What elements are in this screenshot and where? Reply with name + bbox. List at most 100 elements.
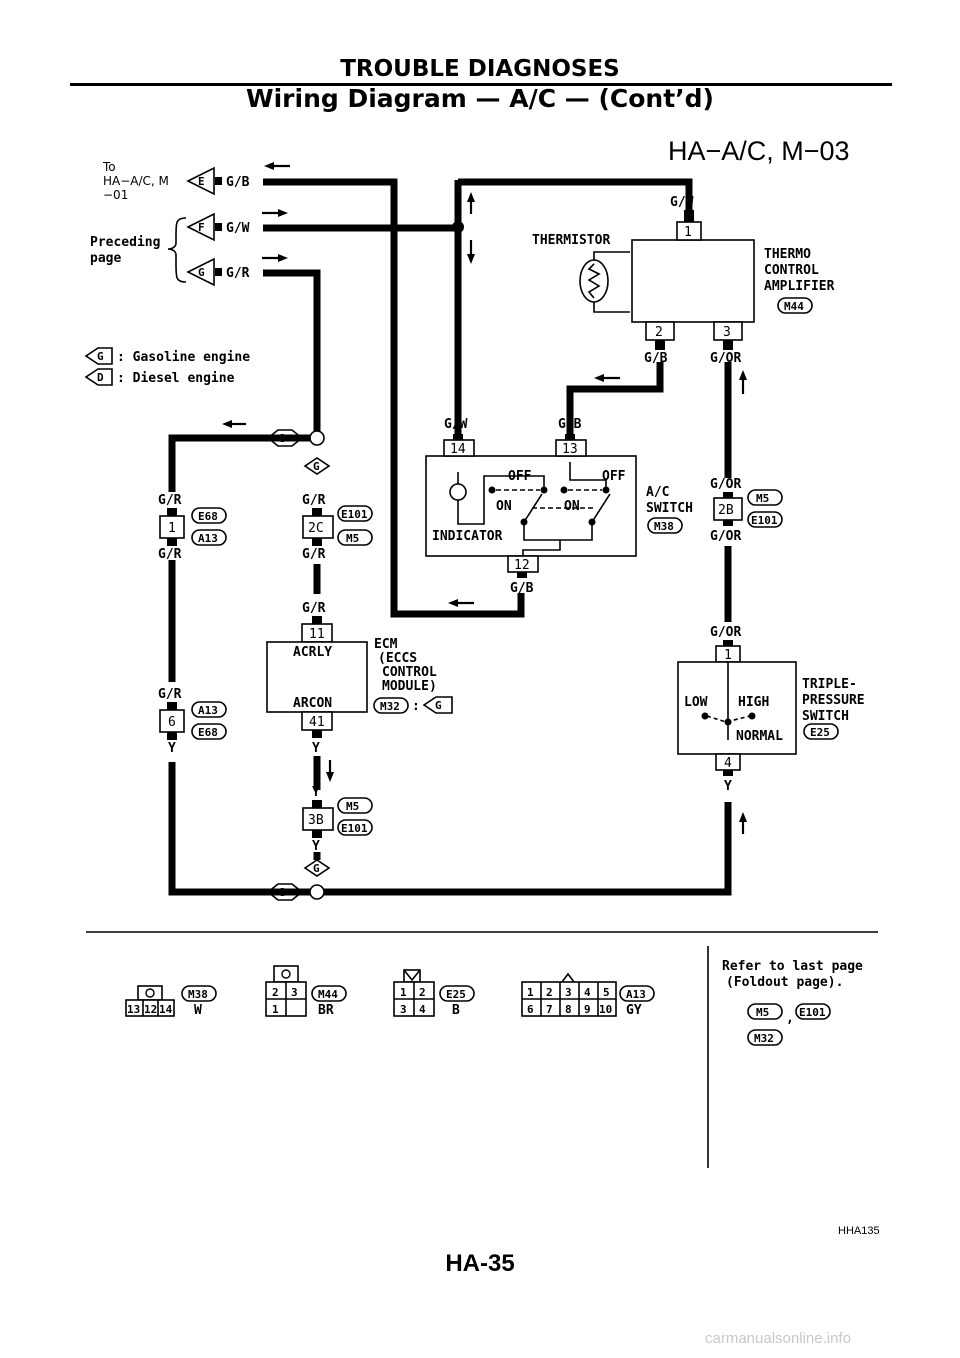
connector-g-letter: G	[198, 266, 205, 279]
left-conn2-tag-a13: A13	[191, 701, 227, 718]
ac-on-1: ON	[496, 499, 512, 514]
wire-gb-loop	[263, 178, 525, 618]
svg-text:8: 8	[565, 1003, 572, 1016]
thermo-amp-box	[631, 239, 755, 323]
wire-y-bottom	[322, 802, 732, 896]
ac-switch-name-2: SWITCH	[646, 501, 693, 516]
junction-g-mid: G	[303, 457, 331, 475]
junction-dot-gw	[452, 221, 464, 233]
mid-conn-wire-bottom: G/R	[302, 547, 326, 562]
ac-pin-14-label: 14	[450, 442, 466, 457]
ac-switch-internals	[449, 462, 611, 556]
refer-comma: ,	[786, 1011, 794, 1026]
svg-text:M38: M38	[654, 520, 674, 533]
ac-switch-name-1: A/C	[646, 485, 669, 500]
svg-text:1: 1	[527, 986, 534, 999]
flow-arrows	[222, 162, 747, 834]
ac-pin-14	[443, 439, 475, 457]
ecm-wire-bottom: Y	[312, 741, 320, 756]
svg-text:E101: E101	[799, 1006, 826, 1019]
svg-text:9: 9	[584, 1003, 591, 1016]
to-note-line1: To	[102, 160, 116, 174]
ecm-acrly: ACRLY	[293, 645, 332, 660]
refer-tag-m32: M32	[747, 1029, 783, 1046]
legend-d-symbol: D	[97, 371, 104, 384]
triple-switch-internals	[701, 662, 756, 740]
mid-conn2-wire-bottom: Y	[312, 839, 320, 854]
page-subtitle: Wiring Diagram — A/C — (Cont’d)	[246, 84, 714, 113]
junction-g-bottom: G	[303, 859, 331, 877]
left-conn2-pin-label: 6	[168, 715, 176, 730]
wire-y-left-bottom	[168, 762, 312, 896]
mid-conn2-pin-label: 3B	[308, 813, 324, 828]
refer-note-line1: Refer to last page	[722, 959, 863, 974]
legend-gasoline: G : Gasoline engine	[84, 347, 250, 365]
left-conn2-tag-e68: E68	[191, 723, 227, 740]
mid-conn-tag-m5: M5	[337, 529, 373, 546]
triple-name-3: SWITCH	[802, 709, 849, 724]
mid-conn-pin-label: 2C	[308, 521, 324, 536]
ac-pin-13	[555, 439, 587, 457]
ac-off-2: OFF	[602, 469, 626, 484]
refer-tag-e101: E101	[795, 1003, 831, 1020]
svg-text:E68: E68	[198, 510, 218, 523]
preceding-page-line2: page	[90, 251, 121, 266]
triple-name-1: TRIPLE-	[802, 677, 857, 692]
triple-switch-connector-tag: E25	[803, 723, 839, 740]
thermo-pin-2-label: 2	[655, 325, 663, 340]
wire-label-gw-top: G/W	[226, 221, 250, 236]
left-conn-wire-bottom: G/R	[158, 547, 182, 562]
triple-pin-1-label: 1	[724, 648, 732, 663]
svg-text:M5: M5	[756, 492, 769, 505]
wire-gb-thermo-to-switch	[566, 362, 664, 434]
wire-gr-vertical	[263, 269, 321, 432]
svg-text:1: 1	[400, 986, 407, 999]
thermo-wire-3: G/OR	[710, 351, 741, 366]
ac-switch-connector-tag: M38	[647, 517, 683, 534]
preceding-page-brace	[167, 217, 187, 283]
ecm-pin-11-label: 11	[309, 627, 325, 642]
left-conn2-wire-top: G/R	[158, 687, 182, 702]
mid-conn2-wire-top: Y	[312, 785, 320, 800]
thermo-pin-3-label: 3	[723, 325, 731, 340]
right-conn-tag-e101: E101	[747, 511, 783, 528]
svg-text:6: 6	[527, 1003, 534, 1016]
thermistor-symbol	[579, 251, 630, 313]
svg-text:M44: M44	[784, 300, 804, 313]
svg-text:13: 13	[127, 1003, 140, 1016]
legend-gasoline-text: : Gasoline engine	[117, 350, 250, 365]
left-conn-tag-a13: A13	[191, 529, 227, 546]
svg-text:2: 2	[272, 986, 279, 999]
thermistor-label: THERMISTOR	[532, 233, 610, 248]
connector-f: F G/W	[186, 212, 250, 242]
right-conn-tag-m5: M5	[747, 489, 783, 506]
ac-wire-12: G/B	[510, 581, 534, 596]
svg-text:14: 14	[159, 1003, 173, 1016]
svg-text:M5: M5	[346, 532, 359, 545]
svg-text:M32: M32	[380, 700, 400, 713]
svg-text:A13: A13	[198, 532, 218, 545]
connector-e-letter: E	[198, 175, 205, 188]
svg-text:4: 4	[419, 1003, 426, 1016]
svg-text:3: 3	[291, 986, 298, 999]
to-note-line3: −01	[103, 188, 128, 202]
ac-pin-13-label: 13	[562, 442, 578, 457]
svg-text:2: 2	[546, 986, 553, 999]
left-conn-wire-top: G/R	[158, 493, 182, 508]
connector-f-letter: F	[198, 221, 205, 234]
splice-top	[309, 430, 325, 446]
wire-gw-to-thermo	[458, 178, 693, 210]
svg-text:4: 4	[584, 986, 591, 999]
splice-bottom	[309, 884, 325, 900]
ac-on-2: ON	[564, 499, 580, 514]
ecm-name-1: ECM	[374, 637, 398, 652]
triple-wire-top: G/OR	[710, 625, 741, 640]
triple-pin-4-label: 4	[724, 756, 732, 771]
left-conn-pin-label: 1	[168, 521, 176, 536]
legend-g-symbol: G	[97, 350, 104, 363]
ecm-arcon: ARCON	[293, 696, 332, 711]
ac-off-1: OFF	[508, 469, 532, 484]
svg-text:G: G	[313, 862, 320, 875]
mid-conn-wire-top: G/R	[302, 493, 326, 508]
triple-low: LOW	[684, 695, 708, 710]
